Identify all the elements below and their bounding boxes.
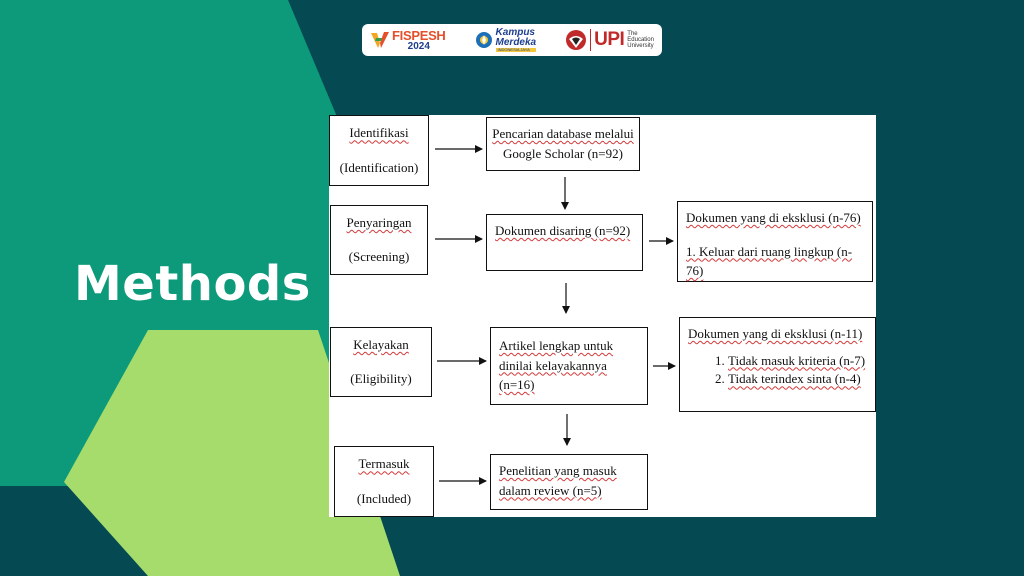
step-eligibility: Artikel lengkap untuk dinilai kelayakann… bbox=[490, 327, 648, 405]
stage-label: Penyaringan bbox=[346, 215, 412, 230]
upi-logo: UPI The Education University bbox=[565, 29, 654, 51]
fispesh-logo: FISPESH 2024 bbox=[370, 29, 446, 52]
lime-hexagon bbox=[64, 330, 400, 576]
stage-label-en: (Screening) bbox=[348, 249, 410, 264]
exclusion-title: Dokumen yang di eksklusi (n-11) bbox=[688, 326, 863, 341]
step-line1: Dokumen disaring (n=92) bbox=[495, 223, 631, 238]
section-title: Methods bbox=[74, 256, 311, 312]
exclusion-eligibility: Dokumen yang di eksklusi (n-11) Tidak ma… bbox=[679, 317, 876, 412]
exclusion-item: Tidak terindex sinta (n-4) bbox=[728, 370, 867, 389]
step-line2: dinilai kelayakannya (n=16) bbox=[499, 357, 607, 393]
kampus-tag: INDONESIA JAYA bbox=[495, 48, 537, 52]
prisma-flow-diagram: Identifikasi (Identification) Penyaringa… bbox=[329, 115, 876, 517]
stage-screening: Penyaringan (Screening) bbox=[330, 205, 428, 275]
upi-sub-2: Education bbox=[627, 36, 654, 43]
upi-sub-1: The bbox=[627, 30, 638, 37]
exclusion-item: 1. Keluar dari ruang lingkup (n-76) bbox=[686, 243, 853, 279]
upi-sub-3: University bbox=[627, 43, 654, 50]
stage-label-en: (Included) bbox=[356, 490, 412, 506]
upi-subtitle: The Education University bbox=[627, 31, 654, 50]
fispesh-name: FISPESH bbox=[392, 27, 446, 43]
fispesh-mark-icon bbox=[371, 32, 389, 48]
step-line1: Artikel lengkap untuk bbox=[499, 338, 614, 353]
stage-label-en: (Eligibility) bbox=[350, 371, 412, 386]
step-line1: Penelitian yang masuk bbox=[499, 463, 617, 478]
exclusion-list: Tidak masuk kriteria (n-7) Tidak terinde… bbox=[688, 352, 867, 390]
fispesh-year: 2024 bbox=[407, 40, 430, 52]
kampus-line1: Kampus bbox=[495, 27, 535, 38]
logo-bar: FISPESH 2024 Kampus Merdeka INDONESIA JA… bbox=[362, 24, 662, 56]
exclusion-screening: Dokumen yang di eksklusi (n-76) 1. Kelua… bbox=[677, 201, 873, 282]
kampus-merdeka-logo: Kampus Merdeka INDONESIA JAYA bbox=[475, 28, 537, 52]
tut-wuri-icon bbox=[475, 32, 492, 48]
exclusion-title: Dokumen yang di eksklusi (n-76) bbox=[686, 210, 861, 225]
stage-label: Identifikasi bbox=[349, 125, 409, 141]
stage-label-en: (Identification) bbox=[339, 159, 419, 175]
upi-name: UPI bbox=[594, 29, 625, 50]
step-line2: dalam review (n=5) bbox=[499, 482, 602, 498]
step-screened: Dokumen disaring (n=92) bbox=[486, 214, 643, 271]
kampus-line2: Merdeka bbox=[495, 37, 537, 48]
stage-label: Termasuk bbox=[358, 456, 410, 472]
exclusion-item: Tidak masuk kriteria (n-7) bbox=[728, 352, 867, 371]
stage-identification: Identifikasi (Identification) bbox=[329, 115, 429, 186]
step-included: Penelitian yang masuk dalam review (n=5) bbox=[490, 454, 648, 510]
step-line1: Pencarian database melalui bbox=[492, 125, 634, 141]
stage-label: Kelayakan bbox=[353, 337, 409, 352]
step-line2: Google Scholar (n=92) bbox=[503, 146, 623, 161]
upi-emblem-icon bbox=[566, 30, 587, 50]
step-search: Pencarian database melalui Google Schola… bbox=[486, 117, 640, 171]
stage-included: Termasuk (Included) bbox=[334, 446, 434, 517]
flow-arrows bbox=[435, 145, 676, 485]
upi-divider bbox=[590, 29, 592, 51]
stage-eligibility: Kelayakan (Eligibility) bbox=[330, 327, 432, 397]
